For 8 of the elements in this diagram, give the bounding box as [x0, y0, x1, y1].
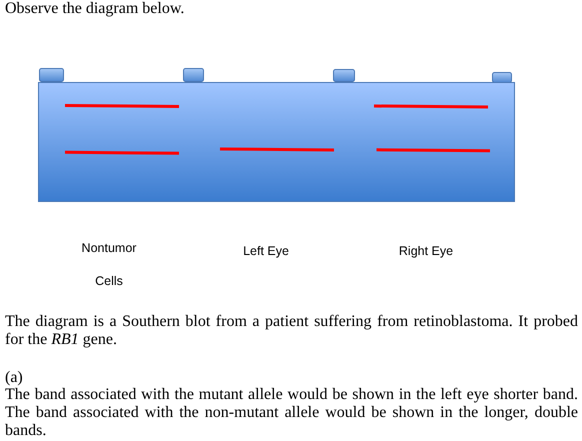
description-text: The diagram is a Southern blot from a patient suffering from retinoblastoma. It probed for the RB1 gene. [5, 313, 578, 349]
answer-text: The band associated with the non-mutant allele would be shown in the longer, double bands. [5, 404, 578, 440]
answer-text: The band associated with the mutant allele would be shown in the left eye shorter band. [5, 386, 578, 404]
instruction-text: Observe the diagram below. [5, 0, 186, 18]
lane-label: Right Eye [398, 243, 454, 259]
question-label: (a) [5, 369, 24, 387]
lane-label: Left Eye [242, 243, 290, 259]
lane-label: Nontumor Cells [80, 240, 138, 290]
